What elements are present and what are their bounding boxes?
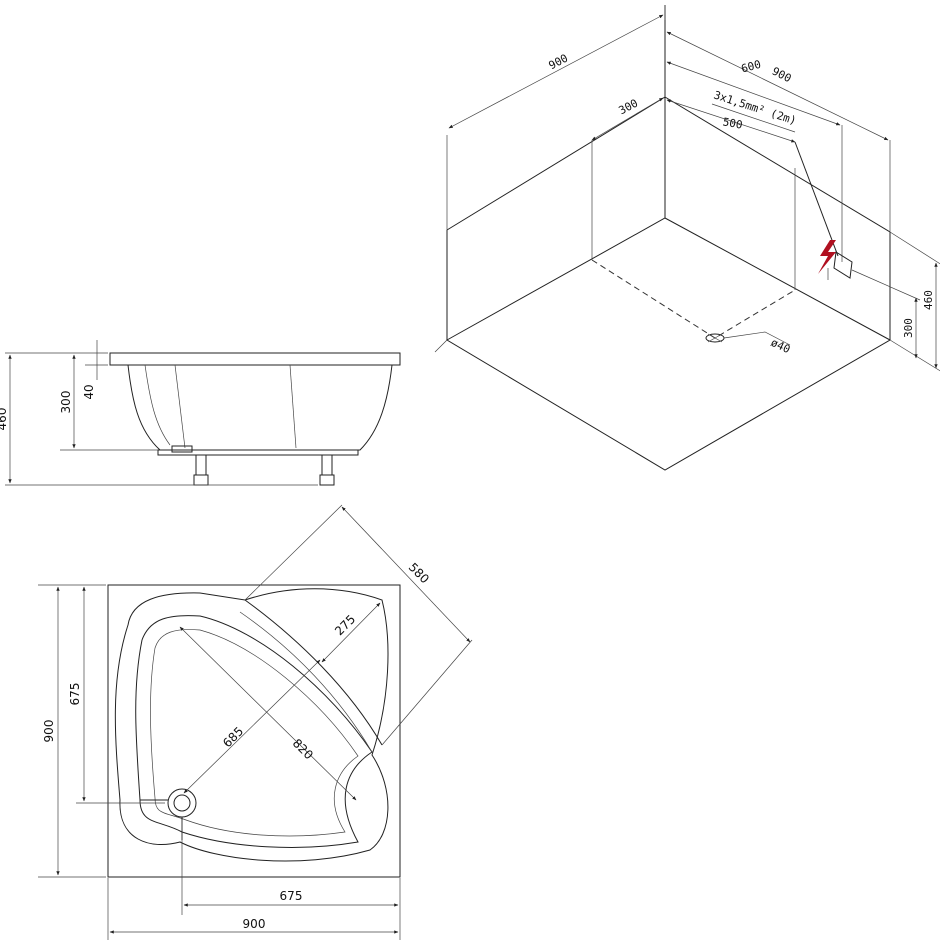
- dim-iso-300-side-label: 300: [902, 318, 915, 338]
- dim-820-label: 820: [290, 736, 316, 762]
- wall-left-top: [446, 96, 666, 231]
- seat-edge-inner: [239, 611, 373, 753]
- dim-iso-900-left-label: 900: [547, 52, 571, 73]
- tray-contour: [144, 364, 171, 446]
- tray-floor-contour: [150, 629, 359, 837]
- leg-right-foot: [319, 474, 335, 486]
- plan-view: 900 675 900 675 685 820 275 580: [38, 504, 473, 940]
- dim-300-label: 300: [59, 391, 73, 414]
- dim-685-label: 685: [220, 724, 246, 750]
- leg-right: [321, 454, 333, 476]
- dim-line-580: [341, 506, 471, 643]
- drain-outer: [167, 788, 197, 818]
- dim-460-label: 460: [0, 408, 9, 431]
- electric-hazard-icon: [818, 240, 836, 274]
- dim-900-left-label: 900: [42, 720, 56, 743]
- dim-675-bottom-label: 675: [280, 889, 303, 903]
- leg-left-foot: [193, 474, 209, 486]
- iso-view: ø40 900 900 600 300 500 3x1,5mm² (2m) 46…: [434, 5, 940, 471]
- tray-edge-line: [289, 364, 297, 449]
- tray-body: [127, 364, 393, 451]
- dim-line-iso-600: [666, 61, 841, 126]
- dim-iso-500-label: 500: [722, 115, 744, 131]
- dim-900-bottom-label: 900: [243, 917, 266, 931]
- tray-outline: [107, 584, 401, 878]
- dim-275-label: 275: [332, 612, 358, 638]
- dim-line-iso-300-top: [591, 97, 664, 141]
- dim-iso-460-label: 460: [922, 290, 935, 310]
- dim-40-label: 40: [82, 384, 96, 399]
- tray-outer-contour: [114, 588, 389, 862]
- tray-edge-line: [174, 364, 186, 449]
- side-view: 460 300 40: [0, 340, 401, 486]
- dim-iso-600-label: 600: [740, 58, 763, 76]
- dim-line-275: [321, 602, 381, 663]
- dim-line-iso-900-right: [666, 31, 889, 141]
- dim-line-820: [179, 626, 357, 801]
- dim-line-685: [183, 659, 321, 794]
- drain-inner: [173, 794, 191, 812]
- tray-base: [157, 449, 359, 456]
- dim-line-iso-500: [666, 99, 796, 143]
- drain-spec-label: ø40: [769, 336, 793, 356]
- drain-leader: [723, 331, 791, 346]
- dim-580-label: 580: [406, 560, 432, 586]
- drain-outlet: [171, 445, 193, 453]
- cable-line: [794, 141, 839, 257]
- tray-inner-contour: [135, 615, 373, 848]
- electric-socket: [833, 251, 853, 279]
- tray-rim: [109, 352, 401, 366]
- dim-675-left-label: 675: [68, 683, 82, 706]
- leg-left: [195, 454, 207, 476]
- dim-line-iso-900-left: [448, 14, 664, 129]
- dim-iso-900-right-label: 900: [770, 65, 794, 86]
